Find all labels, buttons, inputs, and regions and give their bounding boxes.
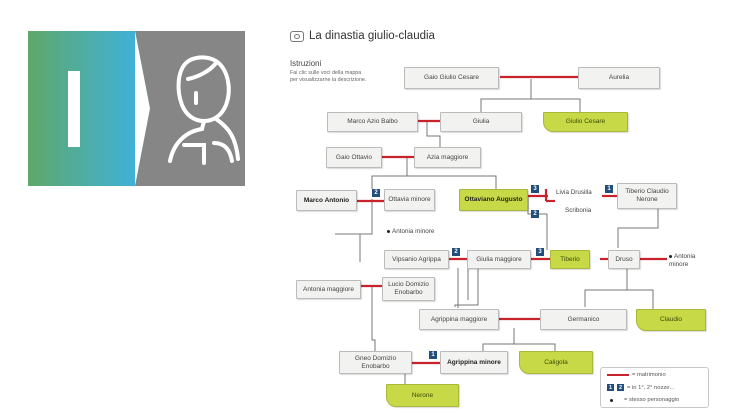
node-azia-maggiore[interactable]: Azia maggiore (414, 147, 481, 168)
node-giulio-cesare[interactable]: Giulio Cesare (543, 112, 628, 132)
same-person-dot-icon (669, 254, 672, 258)
node-antonia-minore-ref[interactable]: Antonia minore (387, 228, 434, 236)
node-marco-azio-balbo[interactable]: Marco Azio Balbo (327, 112, 418, 132)
chapter-number-bar (68, 71, 80, 147)
node-gneo-domizio-enobarbo[interactable]: Gneo Domizio Enobarbo (339, 351, 412, 374)
node-antonia-maggiore[interactable]: Antonia maggiore (296, 280, 361, 299)
node-agrippina-maggiore[interactable]: Agrippina maggiore (419, 309, 499, 330)
antonia-minore-2-label: Antonia minore (669, 253, 696, 268)
page-title-text: La dinastia giulio-claudia (309, 30, 435, 42)
node-scribonia[interactable]: Scribonia (565, 207, 591, 215)
scribonia-label: Scribonia (565, 207, 592, 214)
legend-marriage-label: = matrimonio (632, 372, 666, 378)
page-title: La dinastia giulio-claudia (290, 30, 435, 42)
chapter-panel (28, 31, 245, 186)
badge-2-icon: 2 (617, 384, 624, 391)
instructions-title: Istruzioni (290, 59, 322, 68)
node-gaio-giulio-cesare[interactable]: Gaio Giulio Cesare (404, 67, 499, 89)
map-icon (290, 30, 304, 42)
node-germanico[interactable]: Germanico (540, 309, 627, 330)
legend-same-person: = stesso personaggio (607, 397, 679, 403)
same-person-dot-icon (387, 229, 390, 233)
node-agrippina-minore[interactable]: Agrippina minore (440, 351, 508, 374)
legend-marriage: = matrimonio (607, 372, 666, 378)
instructions-text: Fai clic sulle voci della mappa per visu… (290, 70, 367, 83)
legend-order: 1 2 = in 1°, 2° nozze... (607, 384, 674, 391)
node-aurelia[interactable]: Aurelia (578, 67, 660, 89)
woman-portrait-icon (168, 55, 240, 165)
livia-drusilla-label: Livia Drusilla (556, 189, 592, 196)
antonia-minore-ref-label: Antonia minore (392, 228, 435, 235)
node-caligola[interactable]: Caligola (519, 351, 593, 374)
node-vipsanio-agrippa[interactable]: Vipsanio Agrippa (384, 250, 449, 269)
node-nerone[interactable]: Nerone (386, 384, 459, 407)
node-druso[interactable]: Druso (608, 250, 640, 269)
marriage-order-badge: 3 (531, 185, 539, 193)
marriage-order-badge: 2 (372, 189, 380, 197)
node-tiberio-claudio-nerone[interactable]: Tiberio Claudio Nerone (617, 183, 677, 209)
marriage-order-badge: 2 (452, 248, 460, 256)
marriage-order-badge: 2 (531, 210, 539, 218)
node-livia-drusilla[interactable]: Livia Drusilla (556, 189, 592, 197)
node-ottaviano-augusto[interactable]: Ottaviano Augusto (459, 189, 528, 211)
legend-same-person-label: = stesso personaggio (624, 397, 680, 403)
node-giulia[interactable]: Giulia (440, 112, 522, 132)
node-giulia-maggiore[interactable]: Giulia maggiore (467, 250, 531, 269)
node-gaio-ottavio[interactable]: Gaio Ottavio (326, 147, 382, 168)
node-tiberio[interactable]: Tiberio (550, 250, 590, 269)
badge-1-icon: 1 (607, 384, 614, 391)
marriage-order-badge: 3 (536, 248, 544, 256)
marriage-order-badge: 1 (605, 185, 613, 193)
node-marco-antonio[interactable]: Marco Antonio (296, 190, 357, 211)
node-antonia-minore-2[interactable]: Antonia minore (669, 253, 711, 268)
node-claudio[interactable]: Claudio (636, 309, 706, 331)
marriage-line-icon (607, 374, 629, 376)
node-lucio-domizio-enobarbo[interactable]: Lucio Domizio Enobarbo (382, 277, 435, 301)
node-ottavia-minore[interactable]: Ottavia minore (384, 189, 435, 211)
legend: = matrimonio 1 2 = in 1°, 2° nozze... = … (600, 367, 709, 408)
marriage-order-badge: 1 (429, 351, 437, 359)
legend-order-label: = in 1°, 2° nozze... (627, 384, 675, 391)
dot-icon (610, 398, 613, 402)
